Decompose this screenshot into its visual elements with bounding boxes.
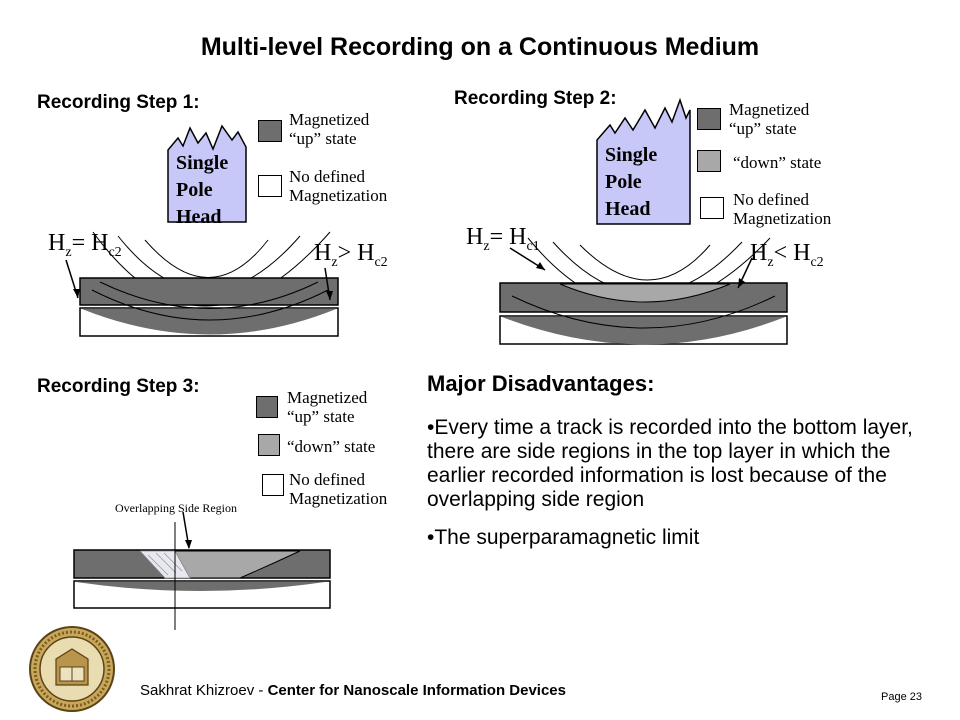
step1-legend-up-swatch — [258, 120, 282, 142]
step3-legend-up-swatch — [256, 396, 278, 418]
step2-eq-right: Hz< Hc2 — [750, 240, 824, 270]
step2-legend-down-swatch — [697, 150, 721, 172]
step2-legend-up-text: Magnetized“up” state — [729, 100, 810, 138]
step1-eq-left: Hz= Hc2 — [48, 230, 122, 260]
step1-legend-none-swatch — [258, 175, 282, 197]
page-number: Page 23 — [881, 691, 922, 703]
step1-diagram — [65, 124, 339, 337]
step2-eq-left: Hz= Hc1 — [466, 224, 540, 254]
overlap-region-label: Overlapping Side Region — [115, 501, 237, 515]
step3-legend-down-text: “down” state — [287, 437, 376, 456]
list-item: •The superparamagnetic limit — [427, 526, 700, 549]
step3-label: Recording Step 3: — [37, 376, 200, 397]
step2-legend-down-text: “down” state — [733, 153, 822, 172]
university-seal — [29, 626, 115, 712]
disadvantages-title: Major Disadvantages: — [427, 371, 655, 396]
footer: Sakhrat Khizroev - Center for Nanoscale … — [140, 682, 566, 699]
footer-author: Sakhrat Khizroev - — [140, 682, 268, 699]
step1-eq-right: Hz> Hc2 — [314, 240, 388, 270]
disadvantages-list: •Every time a track is recorded into the… — [427, 416, 927, 564]
step1-legend-up-text: Magnetized“up” state — [289, 110, 370, 148]
list-item: •Every time a track is recorded into the… — [427, 416, 913, 511]
step2-legend-up-swatch — [697, 108, 721, 130]
step3-legend-none-swatch — [262, 474, 284, 496]
step1-label: Recording Step 1: — [37, 92, 200, 113]
slide-title: Multi-level Recording on a Continuous Me… — [200, 33, 760, 61]
step2-legend-none-swatch — [700, 197, 724, 219]
step3-legend-up-text: Magnetized“up” state — [287, 388, 368, 426]
step2-diagram — [499, 97, 788, 345]
step2-label: Recording Step 2: — [454, 88, 617, 109]
step3-diagram — [73, 511, 331, 630]
footer-org: Center for Nanoscale Information Devices — [267, 682, 566, 699]
step3-legend-down-swatch — [258, 434, 280, 456]
